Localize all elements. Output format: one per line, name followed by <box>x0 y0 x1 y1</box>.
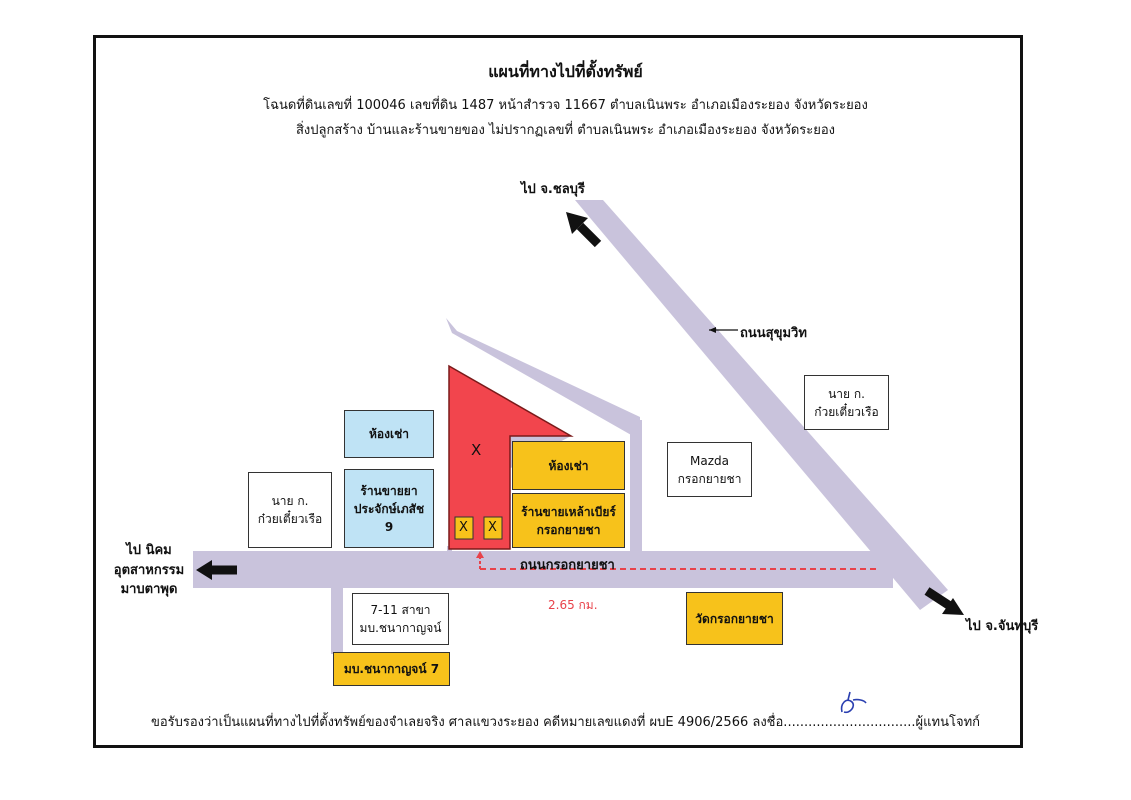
property-mark: X <box>471 441 482 459</box>
mazda-box: Mazda กรอกยายชา <box>667 442 752 497</box>
sukhumvit-road-label: ถนนสุขุมวิท <box>740 326 807 341</box>
east-direction-label: ไป จ.จันทบุรี <box>966 619 1039 634</box>
seven-eleven-box: 7-11 สาขา มบ.ชนากาญจน์ <box>352 593 449 645</box>
pharmacy-box: ร้านขายยา ประจักษ์เภสัช 9 <box>344 469 434 548</box>
krok-yai-cha-road-label: ถนนกรอกยายชา <box>520 558 615 573</box>
signature-mark <box>840 691 867 714</box>
building-line: สิ่งปลูกสร้าง บ้านและร้านขายของ ไม่ปรากฏ… <box>295 123 836 138</box>
beer-shop-box: ร้านขายเหล้าเบียร์ กรอกยายชา <box>512 493 625 548</box>
distance-label: 2.65 กม. <box>548 598 598 612</box>
map-title: แผนที่ทางไปที่ตั้งทรัพย์ <box>488 62 643 81</box>
certification-footer: ขอรับรองว่าเป็นแผนที่ทางไปที่ตั้งทรัพย์ข… <box>150 715 981 730</box>
small-building-mark-2: X <box>488 520 497 535</box>
rental-room-box: ห้องเช่า <box>344 410 434 458</box>
small-building-2 <box>483 516 503 540</box>
small-building-mark-1: X <box>459 520 468 535</box>
temple-box: วัดกรอกยายชา <box>686 592 783 645</box>
property-parcel <box>448 364 574 550</box>
route-arrow-head <box>476 551 484 558</box>
sukhumvit-pointer-icon <box>709 327 738 333</box>
map-frame <box>93 35 1023 748</box>
land-deed-line: โฉนดที่ดินเลขที่ 100046 เลขที่ดิน 1487 ห… <box>263 98 868 113</box>
small-building-1 <box>454 516 474 540</box>
west-direction-label: ไป นิคม อุตสาหกรรม มาบตาพุด <box>113 543 185 597</box>
village-box: มบ.ชนากาญจน์ 7 <box>333 652 450 686</box>
side-road-vertical <box>630 420 642 553</box>
lane-left <box>447 546 452 554</box>
arrow-west-icon <box>196 560 237 580</box>
soi-road-south <box>331 586 343 654</box>
mr-k-noodle-right-box: นาย ก. ก๋วยเตี๋ยวเรือ <box>804 375 889 430</box>
side-road-diagonal <box>446 318 640 440</box>
arrow-north-icon <box>566 212 602 248</box>
mr-k-noodle-left-box: นาย ก. ก๋วยเตี๋ยวเรือ <box>248 472 332 548</box>
arrow-east-icon <box>924 587 964 615</box>
north-direction-label: ไป จ.ชลบุรี <box>521 182 585 197</box>
rental-room-yellow-box: ห้องเช่า <box>512 441 625 490</box>
sukhumvit-road <box>575 200 948 610</box>
